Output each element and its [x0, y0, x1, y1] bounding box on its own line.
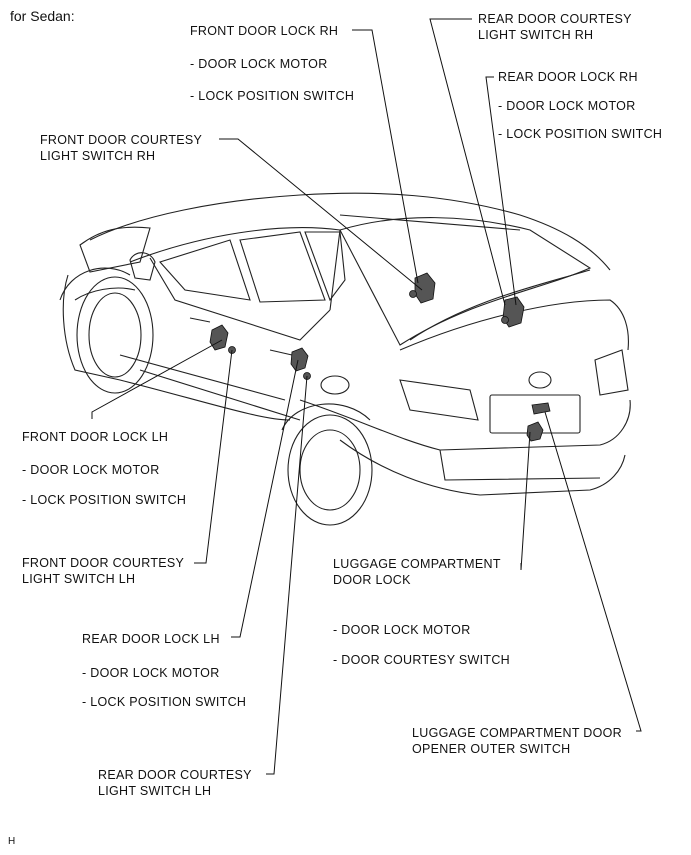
label-front-courtesy-rh-line2: LIGHT SWITCH RH [40, 149, 156, 163]
label-luggage-lock-courtesy: - DOOR COURTESY SWITCH [333, 653, 510, 667]
label-rear-courtesy-rh-line1: REAR DOOR COURTESY [478, 12, 632, 26]
label-front-door-lock-lh-motor: - DOOR LOCK MOTOR [22, 463, 160, 477]
label-rear-door-lock-rh-motor: - DOOR LOCK MOTOR [498, 99, 636, 113]
label-luggage-opener-line2: OPENER OUTER SWITCH [412, 742, 571, 756]
label-luggage-opener-line1: LUGGAGE COMPARTMENT DOOR [412, 726, 623, 740]
label-front-door-lock-lh-switch: - LOCK POSITION SWITCH [22, 493, 187, 507]
label-rear-door-lock-rh: REAR DOOR LOCK RH [498, 70, 638, 84]
label-luggage-lock-motor: - DOOR LOCK MOTOR [333, 623, 471, 637]
label-rear-courtesy-lh-line1: REAR DOOR COURTESY [98, 768, 252, 782]
label-rear-courtesy-lh-line2: LIGHT SWITCH LH [98, 784, 212, 798]
label-front-courtesy-lh-line1: FRONT DOOR COURTESY [22, 556, 185, 570]
label-front-courtesy-rh-line1: FRONT DOOR COURTESY [40, 133, 203, 147]
label-front-door-lock-lh: FRONT DOOR LOCK LH [22, 430, 169, 444]
component-markers [209, 272, 551, 442]
label-rear-door-lock-rh-switch: - LOCK POSITION SWITCH [498, 127, 663, 141]
label-rear-door-lock-lh-motor: - DOOR LOCK MOTOR [82, 666, 220, 680]
label-rear-door-lock-lh-switch: - LOCK POSITION SWITCH [82, 695, 247, 709]
label-luggage-lock-line2: DOOR LOCK [333, 573, 411, 587]
label-rear-door-lock-lh: REAR DOOR LOCK LH [82, 632, 220, 646]
label-luggage-lock-line1: LUGGAGE COMPARTMENT [333, 557, 501, 571]
car-body [59, 192, 631, 526]
label-front-courtesy-lh-line2: LIGHT SWITCH LH [22, 572, 136, 586]
page-title: for Sedan: [10, 8, 75, 24]
label-rear-courtesy-rh-line2: LIGHT SWITCH RH [478, 28, 594, 42]
label-front-door-lock-rh-switch: - LOCK POSITION SWITCH [190, 89, 355, 103]
figure-code: H [8, 836, 16, 847]
label-front-door-lock-rh-motor: - DOOR LOCK MOTOR [190, 57, 328, 71]
leader-lines [91, 18, 642, 775]
label-front-door-lock-rh: FRONT DOOR LOCK RH [190, 24, 339, 38]
